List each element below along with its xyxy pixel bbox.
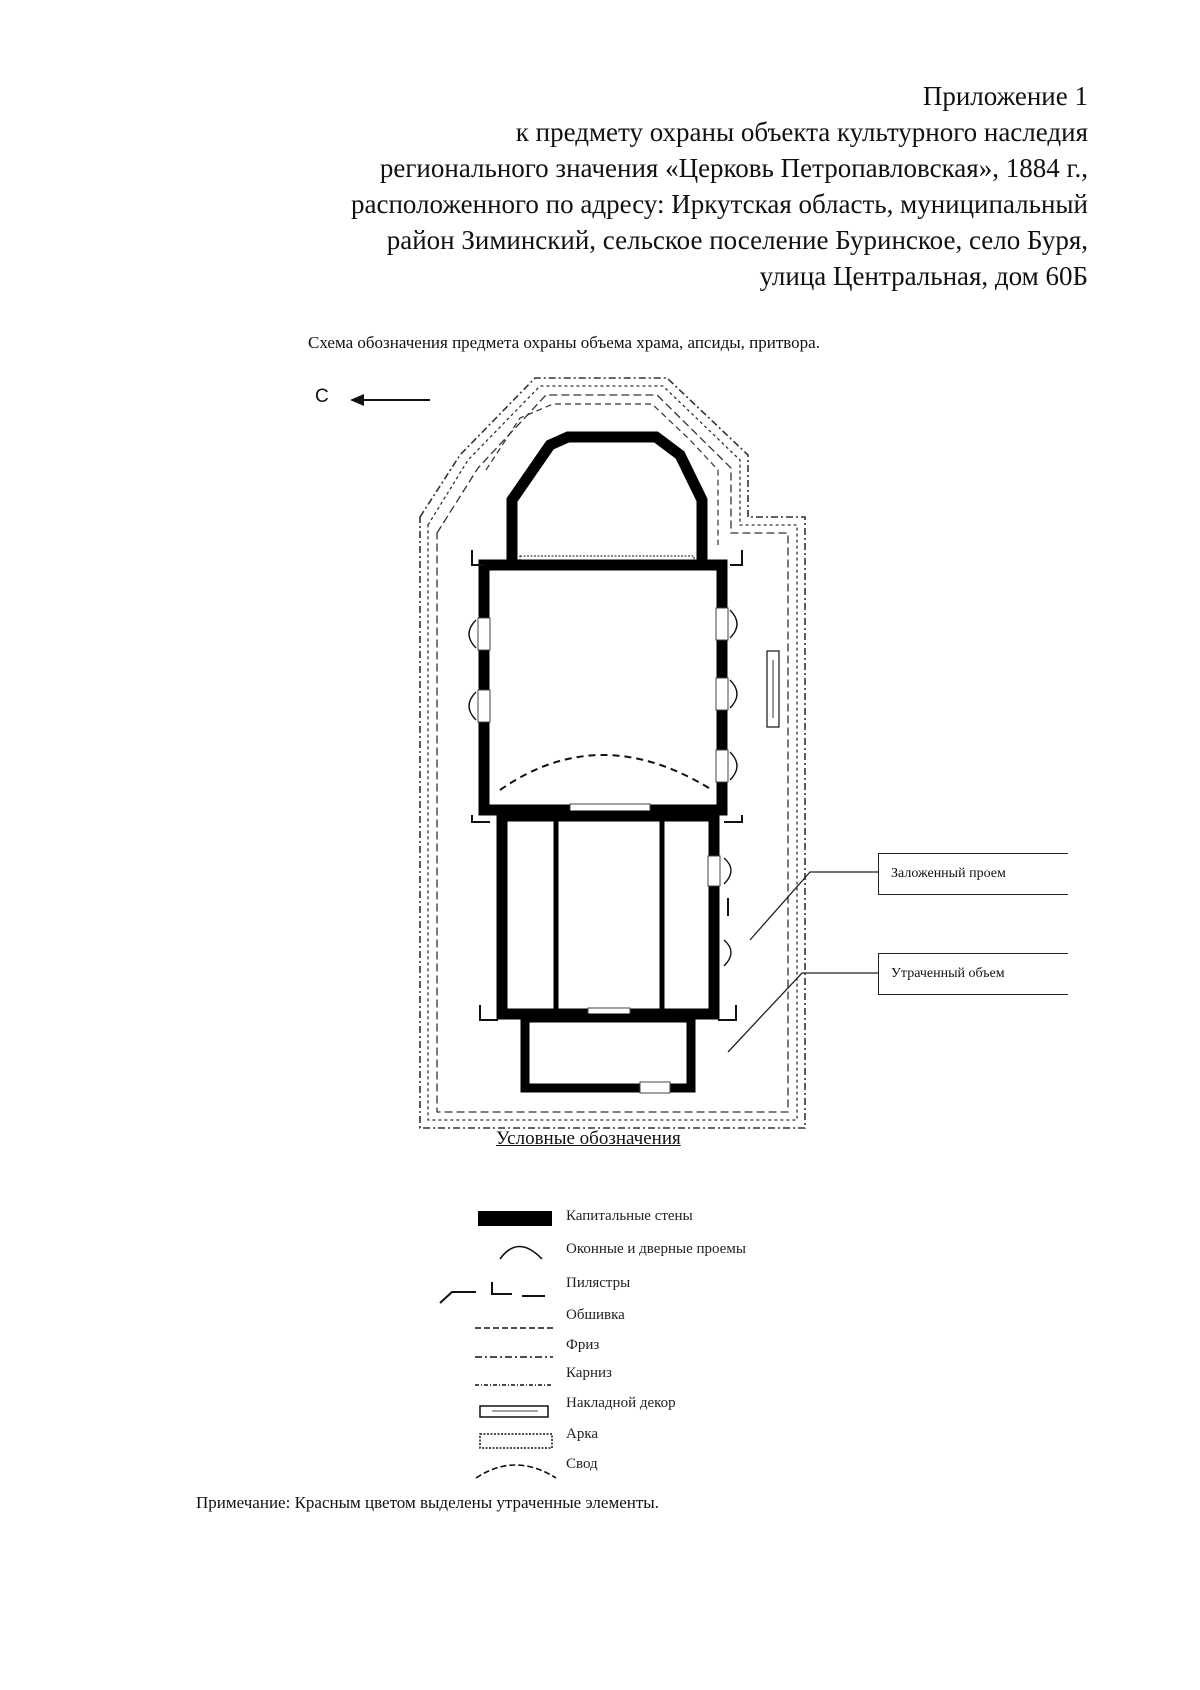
apse: [506, 431, 708, 564]
main-hall: [468, 559, 780, 817]
legend-item-overlay-decor: Накладной декор: [566, 1395, 676, 1411]
header-line-4: расположенного по адресу: Иркутская обла…: [350, 189, 1088, 219]
header-line-5: район Зиминский, сельское поселение Бури…: [386, 225, 1088, 255]
legend-title: Условные обозначения: [496, 1128, 681, 1149]
legend-item-capital-walls: Капитальные стены: [566, 1208, 693, 1224]
capital-walls-symbol: [478, 1211, 552, 1226]
scheme-title: Схема обозначения предмета охраны объема…: [308, 333, 820, 352]
pilasters-symbol: [439, 1282, 545, 1304]
legend-item-pilasters: Пилястры: [566, 1275, 631, 1291]
arch-symbol: [479, 1433, 553, 1449]
pilasters: [471, 550, 743, 1021]
callout-blocked-opening-label: Заложенный проем: [891, 866, 1006, 881]
refectory: [496, 810, 732, 1021]
legend-item-vault: Свод: [566, 1456, 598, 1472]
header-line-1: Приложение 1: [922, 81, 1088, 111]
callout-lost-volume: Утраченный объем: [878, 953, 1068, 995]
outer-contours: [419, 377, 806, 1129]
legend-item-openings: Оконные и дверные проемы: [566, 1241, 746, 1257]
porch: [520, 1013, 696, 1094]
north-arrow-icon: [350, 394, 430, 406]
header-line-6: улица Центральная, дом 60Б: [759, 261, 1088, 291]
header-line-2: к предмету охраны объекта культурного на…: [515, 117, 1088, 147]
callout-leaders: [727, 871, 878, 1053]
legend-item-arch: Арка: [566, 1426, 599, 1442]
overlay-decor-symbol: [479, 1405, 549, 1418]
north-label: С: [315, 386, 329, 407]
legend-item-cladding: Обшивка: [566, 1307, 625, 1323]
header-line-3: регионального значения «Церковь Петропав…: [379, 153, 1088, 183]
legend-item-cornice: Карниз: [566, 1365, 612, 1381]
vault-symbol: [475, 1464, 557, 1479]
legend-symbols: [439, 1211, 557, 1479]
note-text: Примечание: Красным цветом выделены утра…: [196, 1493, 659, 1512]
openings-symbol: [499, 1245, 543, 1260]
callout-lost-volume-label: Утраченный объем: [891, 966, 1005, 981]
legend-item-frieze: Фриз: [566, 1337, 600, 1353]
callout-blocked-opening: Заложенный проем: [878, 853, 1068, 895]
appendix-header: Приложение 1 к предмету охраны объекта к…: [188, 78, 1088, 294]
